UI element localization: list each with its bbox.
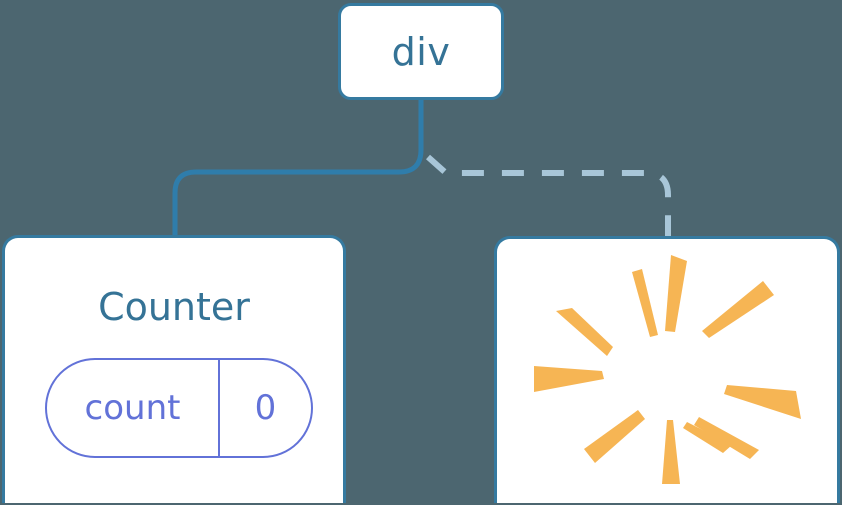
state-pill-count[interactable]: count 0 bbox=[45, 358, 313, 458]
node-counter[interactable]: Counter count 0 bbox=[2, 235, 346, 503]
edge-div-to-burst bbox=[426, 154, 671, 238]
burst-ray-sse bbox=[683, 422, 732, 453]
burst-ray-nne bbox=[702, 281, 774, 338]
state-pill-value-cell: 0 bbox=[220, 360, 311, 456]
burst-ray-e bbox=[724, 385, 801, 419]
state-pill-value: 0 bbox=[254, 388, 277, 428]
burst-ray-ese bbox=[694, 417, 759, 459]
render-burst-icon bbox=[534, 255, 801, 484]
node-burst[interactable] bbox=[494, 236, 840, 503]
state-pill-key-cell: count bbox=[47, 360, 220, 456]
state-pill-key: count bbox=[84, 388, 181, 428]
node-div-label: div bbox=[391, 29, 451, 74]
node-div[interactable]: div bbox=[338, 3, 504, 100]
edge-div-to-counter bbox=[172, 149, 424, 238]
node-counter-label: Counter bbox=[98, 285, 250, 329]
burst-ray-s bbox=[662, 420, 680, 484]
burst-ray-nnw bbox=[632, 269, 658, 337]
burst-ray-wsw bbox=[584, 410, 645, 463]
burst-ray-w bbox=[534, 366, 604, 392]
burst-ray-wnw bbox=[556, 308, 613, 356]
burst-ray-n bbox=[665, 255, 687, 332]
